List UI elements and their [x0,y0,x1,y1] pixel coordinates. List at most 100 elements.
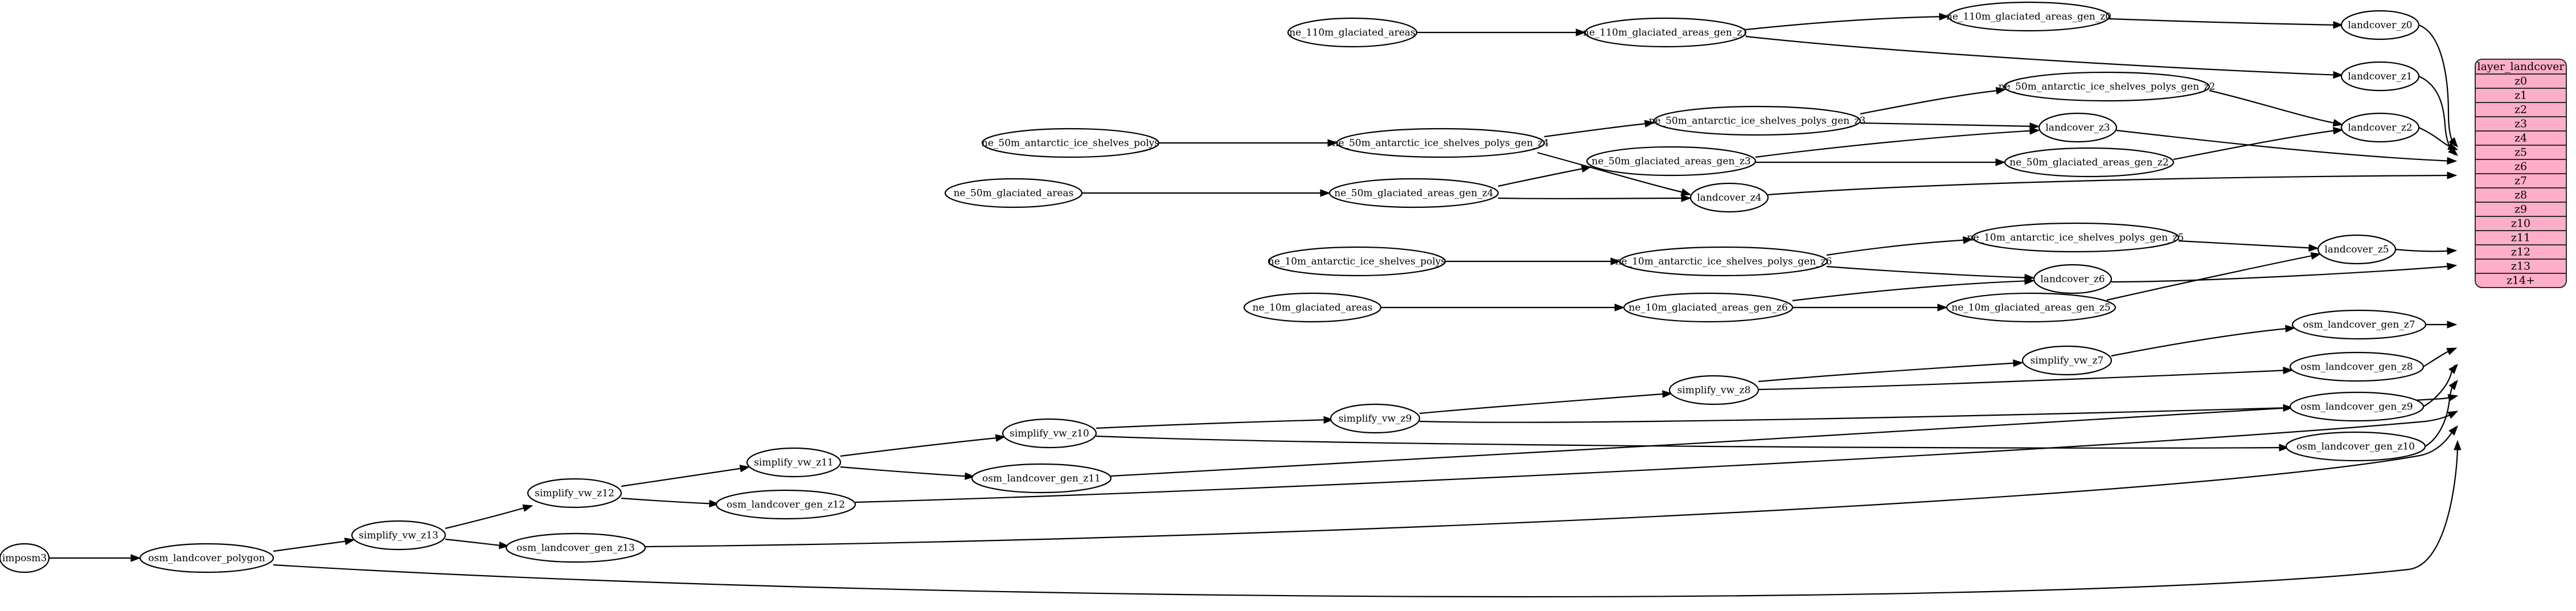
graph-node-osm_landcover_gen_z12[interactable]: osm_landcover_gen_z12 [715,489,856,520]
row-label: z12 [2511,246,2530,259]
edge [1755,127,2040,158]
edge [2209,89,2344,127]
node-label: ne_110m_glaciated_areas_gen_z0 [1946,11,2111,23]
table-row-z9[interactable]: z9 [2475,202,2566,216]
node-label: imposm3 [2,553,47,564]
graph-node-landcover_z6[interactable]: landcover_z6 [2033,264,2113,294]
graph-node-simplify_vw_z7[interactable]: simplify_vw_z7 [2021,345,2113,376]
graph-node-ne_50m_glaciated_areas[interactable]: ne_50m_glaciated_areas [944,178,1083,208]
graph-node-ne_50m_antarctic_ice_shelves_polys_gen_z3[interactable]: ne_50m_antarctic_ice_shelves_polys_gen_z… [1649,105,1866,136]
node-label: landcover_z6 [2040,274,2105,285]
table-row-z10[interactable]: z10 [2475,216,2566,230]
graph-node-osm_landcover_gen_z8[interactable]: osm_landcover_gen_z8 [2289,351,2425,382]
table-row-z1[interactable]: z1 [2475,88,2566,102]
table-row-z2[interactable]: z2 [2475,102,2566,116]
node-label: ne_50m_glaciated_areas_gen_z2 [2009,157,2168,169]
node-ellipse [527,478,622,509]
node-ellipse [139,543,274,573]
graph-node-osm_landcover_gen_z13[interactable]: osm_landcover_gen_z13 [505,532,646,563]
node-label: landcover_z5 [2324,244,2389,256]
edge [1767,171,2458,196]
row-label: z7 [2515,175,2527,187]
layer-landcover-table: layer_landcoverz0z1z2z3z4z5z6z7z8z9z10z1… [2475,59,2567,288]
graph-node-ne_110m_glaciated_areas_gen_z0[interactable]: ne_110m_glaciated_areas_gen_z0 [1946,1,2111,32]
table-row-z6[interactable]: z6 [2475,159,2566,173]
node-ellipse [2021,345,2113,376]
table-row-z5[interactable]: z5 [2475,145,2566,159]
row-label: z14+ [2507,274,2535,287]
graph-node-osm_landcover_gen_z9[interactable]: osm_landcover_gen_z9 [2289,391,2425,422]
node-ellipse [1330,403,1421,434]
edge [1082,189,1331,197]
row-label: z9 [2515,203,2527,216]
table-row-z13[interactable]: z13 [2475,259,2566,273]
table-row-z11[interactable]: z11 [2475,230,2566,244]
edge [1445,257,1621,265]
edge [1419,390,1673,415]
node-ellipse [2340,10,2420,40]
graph-node-simplify_vw_z13[interactable]: simplify_vw_z13 [351,520,446,551]
table-row-z7[interactable]: z7 [2475,173,2566,187]
graph-node-simplify_vw_z10[interactable]: simplify_vw_z10 [1002,418,1097,449]
row-label: z6 [2515,161,2527,173]
graph-node-landcover_z3[interactable]: landcover_z3 [2038,112,2118,143]
edge [1792,277,2035,302]
graph-node-landcover_z0[interactable]: landcover_z0 [2340,10,2420,40]
graph-node-simplify_vw_z12[interactable]: simplify_vw_z12 [527,478,622,509]
graph-node-ne_50m_antarctic_ice_shelves_polys_gen_z2[interactable]: ne_50m_antarctic_ice_shelves_polys_gen_z… [1999,71,2216,102]
table-row-z0[interactable]: z0 [2515,75,2527,88]
graph-node-ne_110m_glaciated_areas_gen_z1[interactable]: ne_110m_glaciated_areas_gen_z1 [1583,17,1748,48]
node-label: osm_landcover_polygon [148,553,265,564]
row-label: z3 [2515,118,2527,130]
graph-node-ne_10m_glaciated_areas_gen_z6[interactable]: ne_10m_glaciated_areas_gen_z6 [1623,292,1794,323]
graph-node-imposm3[interactable]: imposm3 [0,543,50,573]
node-label: osm_landcover_gen_z9 [2300,401,2413,413]
graph-node-simplify_vw_z9[interactable]: simplify_vw_z9 [1330,403,1421,434]
graph-node-landcover_z1[interactable]: landcover_z1 [2340,61,2420,92]
edge [273,440,2462,598]
graph-node-landcover_z2[interactable]: landcover_z2 [2340,112,2420,143]
graph-node-landcover_z5[interactable]: landcover_z5 [2317,234,2397,265]
node-label: ne_10m_glaciated_areas_gen_z5 [1951,302,2110,314]
graph-node-simplify_vw_z11[interactable]: simplify_vw_z11 [746,447,842,478]
edge [445,538,510,550]
graph-node-osm_landcover_gen_z7[interactable]: osm_landcover_gen_z7 [2291,309,2427,340]
graph-node-ne_10m_glaciated_areas[interactable]: ne_10m_glaciated_areas [1243,292,1382,323]
graph-node-ne_50m_glaciated_areas_gen_z2[interactable]: ne_50m_glaciated_areas_gen_z2 [2004,147,2175,178]
table-row-z14+[interactable]: z14+ [2475,273,2566,287]
row-label: z8 [2515,189,2527,202]
graph-node-osm_landcover_gen_z11[interactable]: osm_landcover_gen_z11 [971,463,1112,494]
table-row-z8[interactable]: z8 [2475,187,2566,202]
row-label: z0 [2515,75,2527,88]
row-label: z1 [2515,89,2527,102]
edge [1498,165,1592,187]
graph-node-osm_landcover_gen_z10[interactable]: osm_landcover_gen_z10 [2285,431,2426,462]
table-row-z4[interactable]: z4 [2475,130,2566,145]
graph-node-ne_50m_glaciated_areas_gen_z3[interactable]: ne_50m_glaciated_areas_gen_z3 [1586,146,1757,177]
node-ellipse [2004,147,2175,178]
edge [1159,139,1338,147]
graph-node-osm_landcover_polygon[interactable]: osm_landcover_polygon [139,543,274,573]
node-label: ne_10m_glaciated_areas [1253,302,1373,314]
graph-node-ne_10m_antarctic_ice_shelves_polys_gen_z5[interactable]: ne_10m_antarctic_ice_shelves_polys_gen_z… [1967,222,2184,253]
graph-node-ne_10m_glaciated_areas_gen_z5[interactable]: ne_10m_glaciated_areas_gen_z5 [1946,292,2116,323]
edge [1544,120,1655,138]
graph-node-landcover_z4[interactable]: landcover_z4 [1689,182,1769,213]
node-label: simplify_vw_z13 [359,530,438,542]
graph-node-ne_10m_antarctic_ice_shelves_polys[interactable]: ne_10m_antarctic_ice_shelves_polys [1268,246,1446,277]
edge [840,434,1006,457]
node-ellipse [1653,105,1861,136]
table-row-z3[interactable]: z3 [2475,116,2566,130]
table-row-z12[interactable]: z12 [2475,244,2566,259]
graph-node-ne_50m_antarctic_ice_shelves_polys_gen_z4[interactable]: ne_50m_antarctic_ice_shelves_polys_gen_z… [1332,128,1549,158]
nodes-layer: ne_110m_glaciated_areas ne_110m_glaciated… [0,1,2427,573]
edge [2111,263,2458,283]
graph-node-ne_50m_antarctic_ice_shelves_polys[interactable]: ne_50m_antarctic_ice_shelves_polys [982,128,1159,158]
graph-node-ne_50m_glaciated_areas_gen_z4[interactable]: ne_50m_glaciated_areas_gen_z4 [1328,178,1499,208]
edge [1758,359,2024,383]
graph-node-simplify_vw_z8[interactable]: simplify_vw_z8 [1668,375,1759,405]
graph-node-ne_110m_glaciated_areas[interactable]: ne_110m_glaciated_areas [1287,17,1418,48]
node-label: osm_landcover_gen_z7 [2303,319,2415,331]
graph-node-ne_10m_antarctic_ice_shelves_polys_gen_z6[interactable]: ne_10m_antarctic_ice_shelves_polys_gen_z… [1615,246,1832,277]
